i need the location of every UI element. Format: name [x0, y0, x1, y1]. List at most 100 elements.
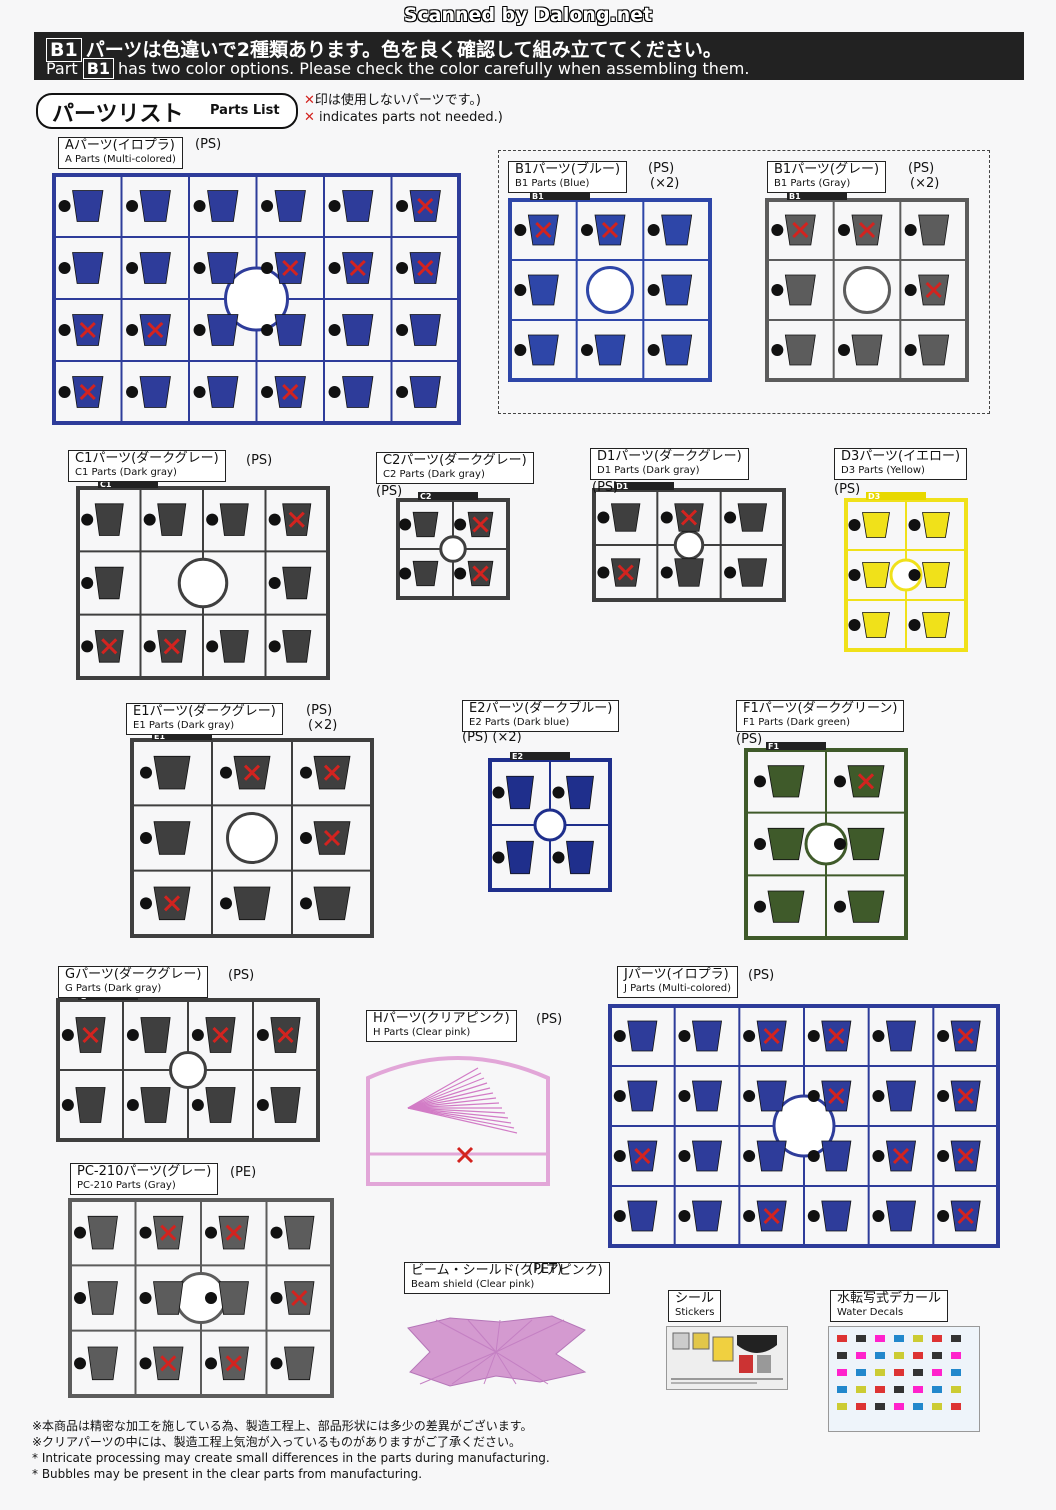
- runner-c1: C1: [76, 480, 330, 680]
- parts-label-e1: E1パーツ(ダークグレー)E1 Parts (Dark gray): [126, 703, 283, 735]
- part-number-marker: [454, 518, 467, 531]
- b1-color-options-box: [498, 150, 990, 414]
- part-number-marker: [143, 513, 156, 526]
- footnote-en-1: * Intricate processing may create small …: [32, 1451, 550, 1465]
- runner-tag: B1: [532, 192, 544, 201]
- part-piece: [847, 827, 885, 861]
- part-number-marker: [581, 344, 593, 356]
- part-number-marker: [908, 519, 921, 531]
- part-number-marker: [396, 386, 409, 398]
- parts-list-title-jp: パーツリスト: [52, 102, 184, 127]
- part-number-marker: [139, 1357, 152, 1370]
- part-number-marker: [206, 640, 219, 653]
- part-piece: [851, 334, 883, 366]
- part-piece: [274, 190, 306, 222]
- runner-a: [52, 173, 461, 425]
- part-number-marker: [743, 1030, 756, 1042]
- part-number-marker: [552, 786, 565, 799]
- not-needed-cross: [417, 259, 434, 277]
- part-number-marker: [552, 851, 565, 864]
- footnote-en-2: * Bubbles may be present in the clear pa…: [32, 1467, 423, 1481]
- material-d1: (PS): [592, 480, 619, 495]
- runner-tag: C1: [100, 480, 112, 489]
- runner-d1: D1: [592, 482, 786, 602]
- part-number-marker: [908, 569, 921, 581]
- part-piece: [87, 1215, 118, 1250]
- part-number-marker: [904, 224, 917, 236]
- not-needed-cross: [163, 895, 181, 912]
- part-piece: [412, 511, 439, 538]
- part-piece: [661, 334, 693, 366]
- runner-e1: E1: [130, 732, 374, 938]
- not-needed-cross: [763, 1207, 780, 1225]
- part-number-marker: [807, 1030, 820, 1042]
- parts-label-a: Aパーツ(イロプラ)A Parts (Multi-colored): [58, 137, 183, 169]
- part-number-marker: [193, 386, 206, 398]
- runner-c2: C2: [396, 492, 510, 600]
- part-piece: [140, 1017, 171, 1053]
- part-piece: [72, 252, 104, 284]
- part-number-marker: [613, 1030, 626, 1042]
- parts-label-jp: B1パーツ(ブルー): [515, 162, 621, 177]
- part-piece: [885, 1200, 917, 1232]
- not-needed-cross: [282, 259, 299, 277]
- part-piece: [784, 274, 816, 306]
- not-needed-cross: [925, 281, 942, 299]
- part-number-marker: [678, 1150, 691, 1162]
- not-needed-cross: [957, 1027, 974, 1045]
- part-number-marker: [754, 775, 766, 788]
- parts-label-en: D1 Parts (Dark gray): [597, 465, 700, 476]
- part-piece: [784, 334, 816, 366]
- part-number-marker: [61, 1099, 74, 1111]
- runner-tag: D1: [616, 482, 629, 491]
- runner-f1: F1: [744, 742, 908, 940]
- part-number-marker: [937, 1030, 950, 1042]
- part-piece: [566, 840, 594, 875]
- part-piece: [691, 1140, 723, 1172]
- part-piece: [207, 376, 239, 408]
- part-piece: [610, 503, 641, 532]
- runner-tag: C2: [420, 492, 431, 501]
- not-needed-cross: [617, 564, 634, 581]
- not-needed-cross: [472, 565, 489, 582]
- parts-label-en: Beam shield (Clear pink): [411, 1279, 535, 1290]
- part-piece: [94, 503, 124, 536]
- part-number-marker: [126, 1099, 139, 1111]
- part-piece: [691, 1020, 723, 1052]
- part-number-marker: [205, 1226, 218, 1239]
- part-number-marker: [514, 224, 527, 236]
- part-piece: [274, 314, 306, 346]
- part-piece: [691, 1200, 723, 1232]
- part-number-marker: [81, 577, 94, 589]
- part-piece: [409, 376, 441, 408]
- sticker-sheet: [666, 1326, 788, 1390]
- parts-label-g: Gパーツ(ダークグレー)G Parts (Dark gray): [58, 966, 209, 998]
- part-number-marker: [270, 1226, 283, 1239]
- parts-label-jp: シール: [675, 1291, 715, 1306]
- material-g: (PS): [228, 968, 255, 983]
- part-piece: [918, 334, 950, 366]
- part-number-marker: [300, 832, 312, 844]
- part-number-marker: [268, 577, 281, 589]
- part-piece: [674, 558, 704, 587]
- part-piece: [661, 214, 693, 246]
- parts-label-jp: 水転写式デカール: [837, 1291, 942, 1306]
- part-number-marker: [81, 640, 94, 653]
- parts-label-en: J Parts (Multi-colored): [624, 983, 732, 994]
- parts-label-e2: E2パーツ(ダークブルー)E2 Parts (Dark blue): [462, 700, 620, 732]
- part-piece: [566, 775, 594, 810]
- runner-h: [366, 1056, 550, 1186]
- parts-label-jp: PC-210パーツ(グレー): [77, 1164, 212, 1179]
- not-needed-cross: [212, 1026, 229, 1044]
- not-needed-note: ✕印は使用しないパーツです。) ✕ indicates parts not ne…: [304, 93, 503, 125]
- part-piece: [233, 886, 271, 921]
- part-number-marker: [848, 569, 861, 581]
- material-b1g: (PS)(×2): [908, 161, 940, 191]
- not-needed-cross: [957, 1207, 974, 1225]
- part-number-marker: [613, 1150, 626, 1162]
- parts-label-jp: E1パーツ(ダークグレー): [133, 704, 276, 719]
- material-pc: (PE): [230, 1165, 257, 1180]
- runner-pc: [68, 1198, 334, 1398]
- part-number-marker: [74, 1292, 87, 1304]
